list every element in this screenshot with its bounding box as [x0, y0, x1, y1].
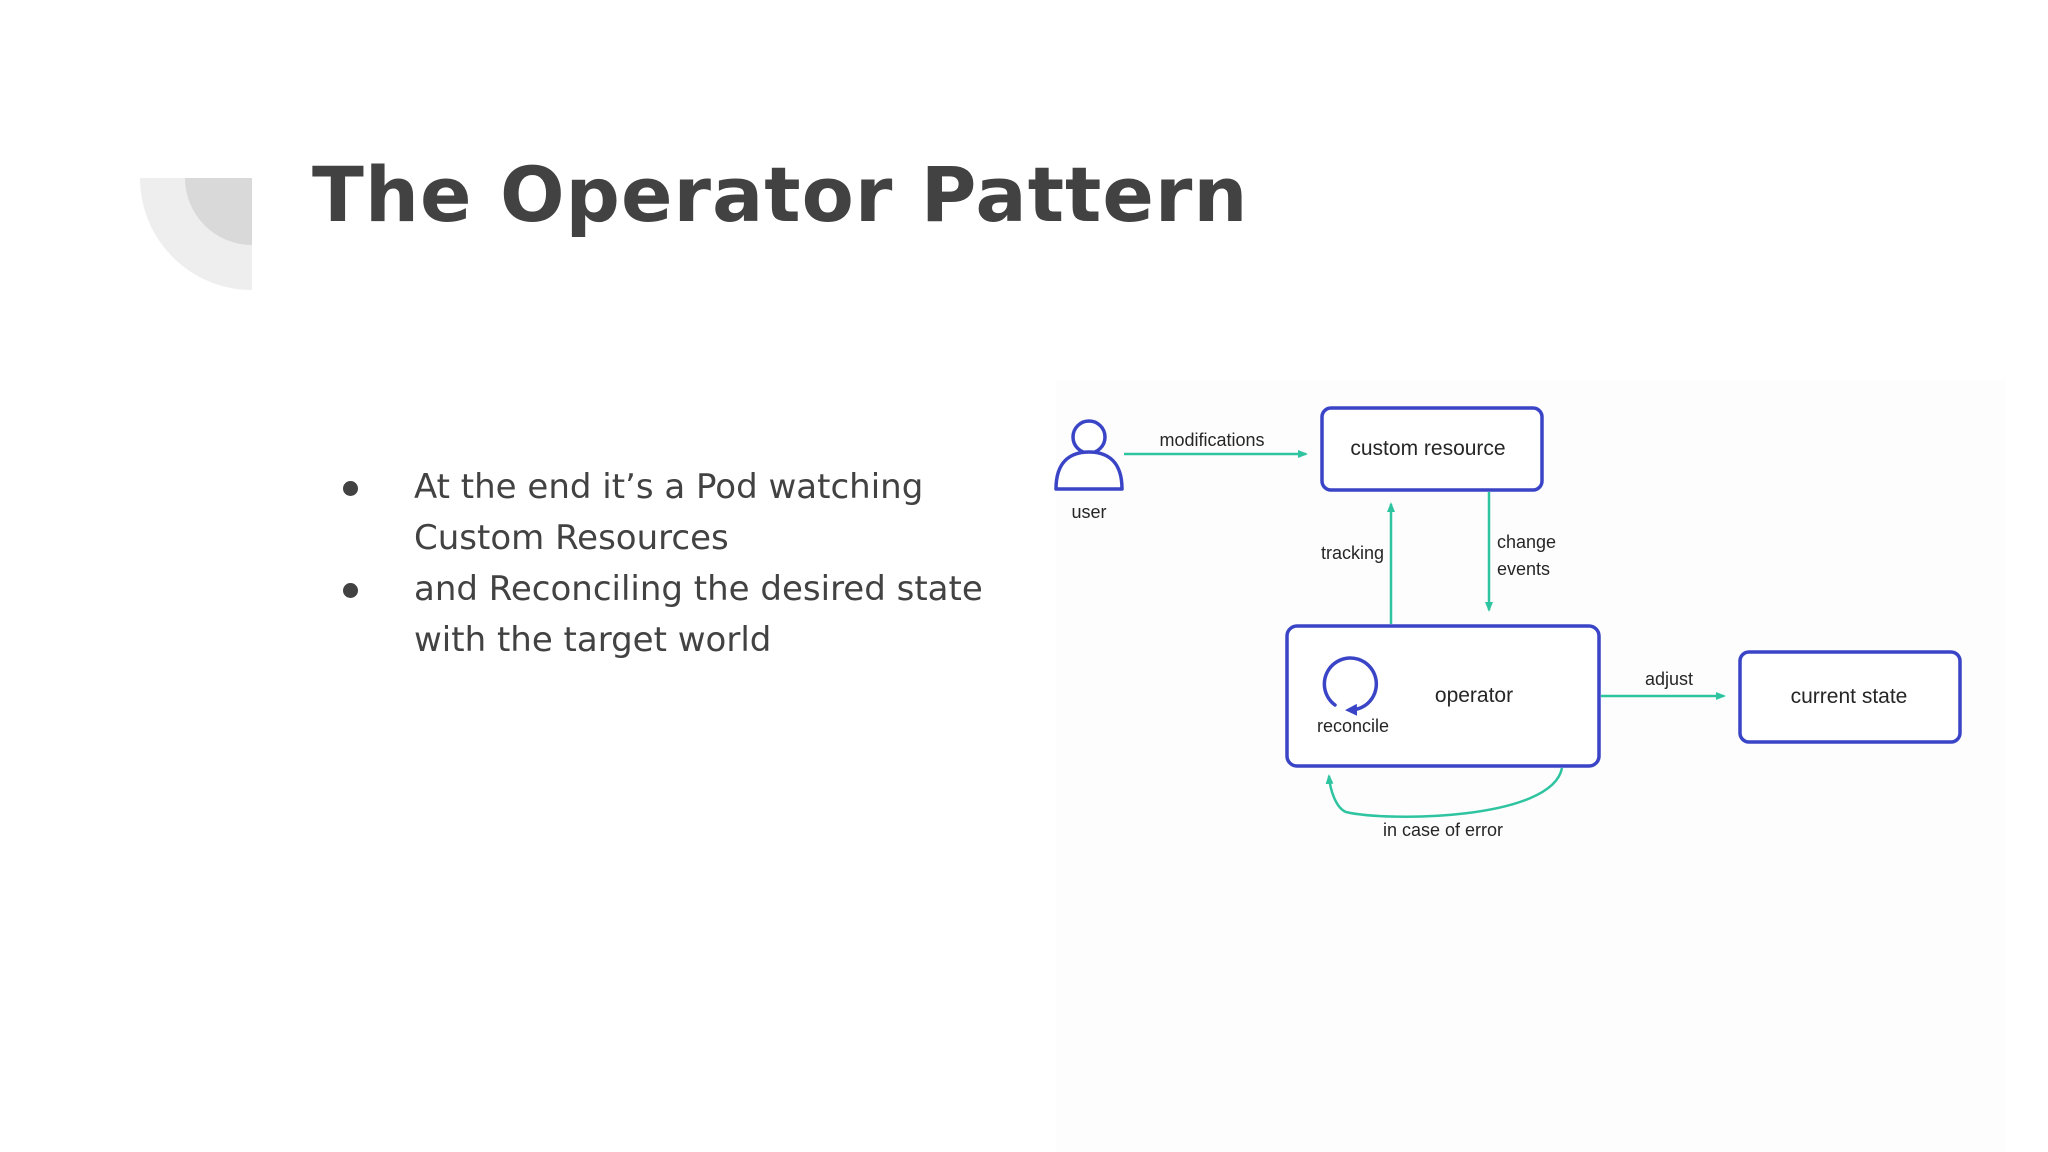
operator-label: operator [1435, 684, 1513, 707]
user-label: user [1071, 502, 1106, 522]
change-events-label-line1: change [1497, 532, 1556, 552]
slide-title: The Operator Pattern [312, 150, 1249, 239]
error-loop-arrow [1325, 767, 1564, 818]
bullet-list: At the end it’s a Pod watching Custom Re… [340, 462, 1020, 666]
change-events-label-line2: events [1497, 559, 1550, 579]
bullet-item: and Reconciling the desired state with t… [340, 564, 1020, 666]
reconcile-label: reconcile [1317, 716, 1389, 736]
custom-resource-box [1320, 406, 1544, 492]
bullet-dot [343, 583, 358, 598]
error-label: in case of error [1383, 820, 1503, 840]
bullet-item: At the end it’s a Pod watching Custom Re… [340, 462, 1020, 564]
user-icon [1054, 419, 1124, 491]
bullet-dot [343, 481, 358, 496]
bullet-text: and Reconciling the desired state with t… [414, 569, 983, 660]
operator-diagram: user modifications custom resource track… [1054, 406, 1962, 840]
reconcile-icon [1322, 656, 1379, 716]
corner-decoration [140, 178, 252, 290]
tracking-label: tracking [1321, 543, 1384, 563]
adjust-label: adjust [1645, 669, 1693, 689]
bullet-text: At the end it’s a Pod watching Custom Re… [414, 467, 924, 558]
modifications-label: modifications [1159, 430, 1264, 450]
current-state-box [1738, 650, 1962, 744]
current-state-label: current state [1791, 685, 1908, 708]
custom-resource-label: custom resource [1350, 437, 1505, 460]
